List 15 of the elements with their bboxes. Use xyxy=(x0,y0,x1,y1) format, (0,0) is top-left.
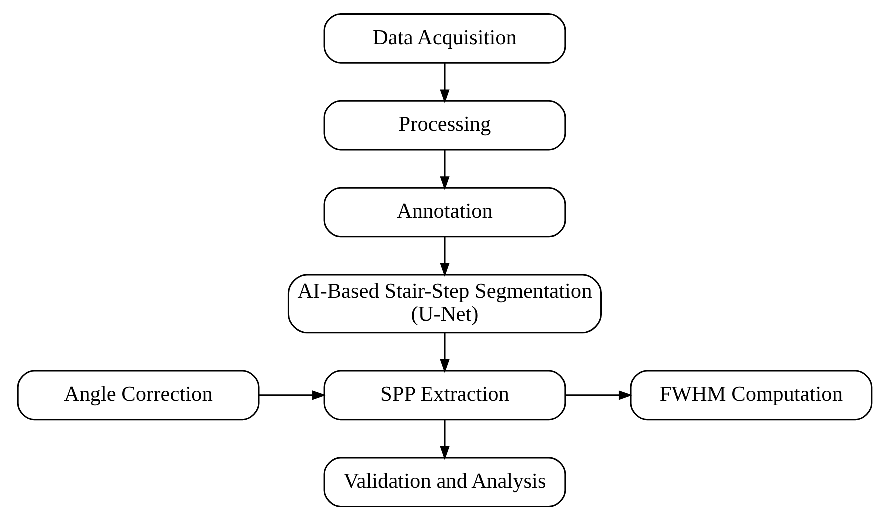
node-box: SPP Extraction xyxy=(324,370,566,421)
node-box: Validation and Analysis xyxy=(324,457,566,508)
arrow xyxy=(440,63,450,104)
node-box: Annotation xyxy=(324,187,566,238)
node-box: Data Acquisition xyxy=(324,14,566,64)
arrow xyxy=(440,150,450,190)
arrow xyxy=(440,420,450,460)
arrow xyxy=(566,390,633,400)
node-box: Angle Correction xyxy=(17,370,260,421)
node-box: AI-Based Stair-Step Segmentation (U-Net) xyxy=(288,274,602,334)
arrow xyxy=(440,237,450,277)
arrow xyxy=(259,390,326,400)
node-box: FWHM Computation xyxy=(630,370,873,421)
node-box: Processing xyxy=(324,100,566,151)
arrow xyxy=(440,332,450,374)
